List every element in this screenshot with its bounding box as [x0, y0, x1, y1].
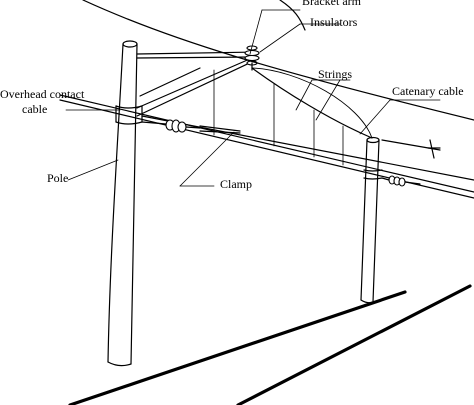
clamp-insulator-right [381, 139, 441, 187]
clamp-insulator-left [141, 119, 241, 134]
pole-left [107, 40, 143, 367]
top-right-wire [279, 0, 306, 31]
upper-span-wire [82, 0, 474, 121]
rail-left [68, 290, 407, 405]
label-catenary-cable: Catenary cable [392, 84, 464, 98]
rail-track [68, 284, 472, 405]
insulator-top [244, 45, 260, 71]
label-bracket-arm: Bracket arm [302, 0, 362, 8]
pole-right [360, 136, 383, 304]
label-overhead-contact-cable: cable [22, 102, 47, 116]
label-strings: Strings [318, 67, 352, 81]
rail-right [236, 284, 472, 405]
label-pole: Pole [47, 171, 68, 185]
label-insulators: Insulators [310, 15, 358, 29]
leader-lines [65, 9, 441, 187]
catenary-cable [251, 67, 373, 139]
label-overhead-contact: Overhead contact [0, 87, 85, 101]
bracket-arm [136, 51, 259, 117]
label-clamp: Clamp [220, 177, 252, 191]
